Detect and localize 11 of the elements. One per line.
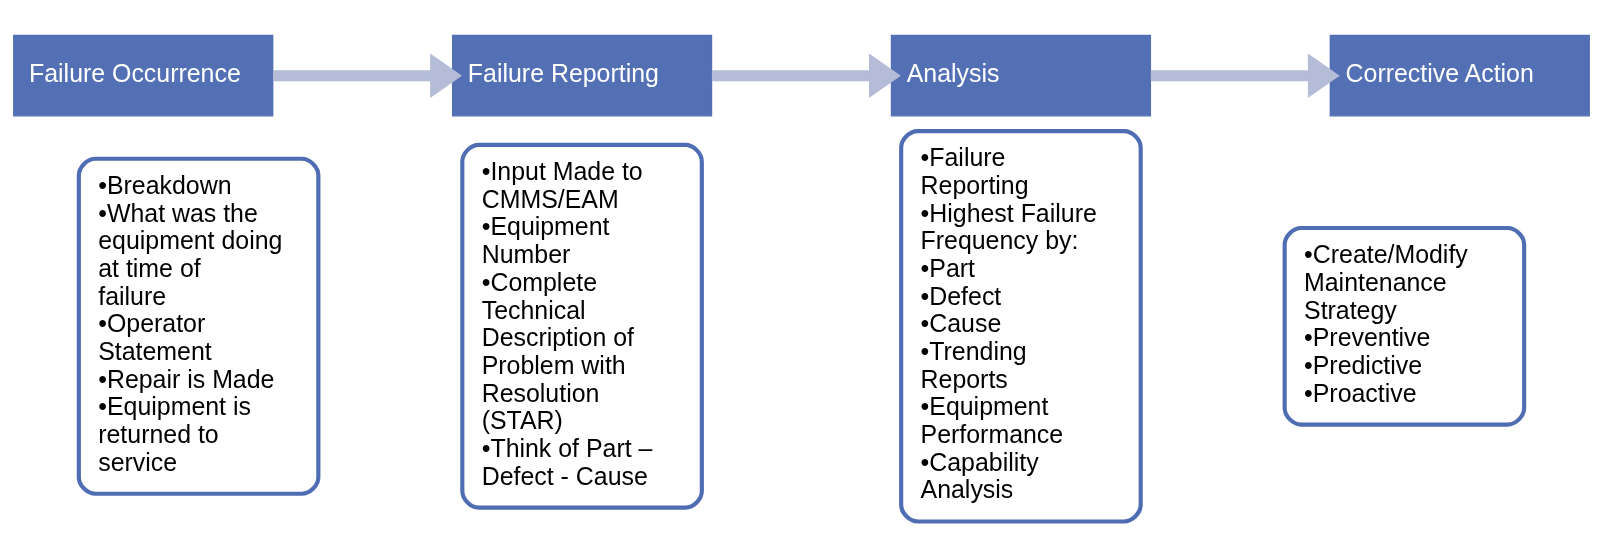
- node-box: •Breakdown •What was the equipment doing at time of failure •Operator Statement •Repair is Made •Equipment is returned to service: [76, 156, 321, 496]
- node-box: •Input Made to CMMS/EAM •Equipment Number •Complete Technical Description of Problem with Resolution (STAR) •Think of Part – Defect - Cause: [460, 142, 704, 510]
- arrow: [1150, 53, 1340, 98]
- arrow: [273, 53, 462, 98]
- node-box: Analysis: [890, 34, 1152, 117]
- node-box: Corrective Action: [1329, 34, 1590, 117]
- node-box: •Failure Reporting •Highest Failure Frequency by: •Part •Defect •Cause •Trending Reports •Equipment Performance •Capability Analysis: [899, 129, 1143, 524]
- arrow: [711, 53, 901, 98]
- node-box: •Create/Modify Maintenance Strategy •Preventive •Predictive •Proactive: [1282, 225, 1527, 427]
- node-box: Failure Occurrence: [13, 34, 274, 117]
- node-box: Failure Reporting: [451, 34, 713, 117]
